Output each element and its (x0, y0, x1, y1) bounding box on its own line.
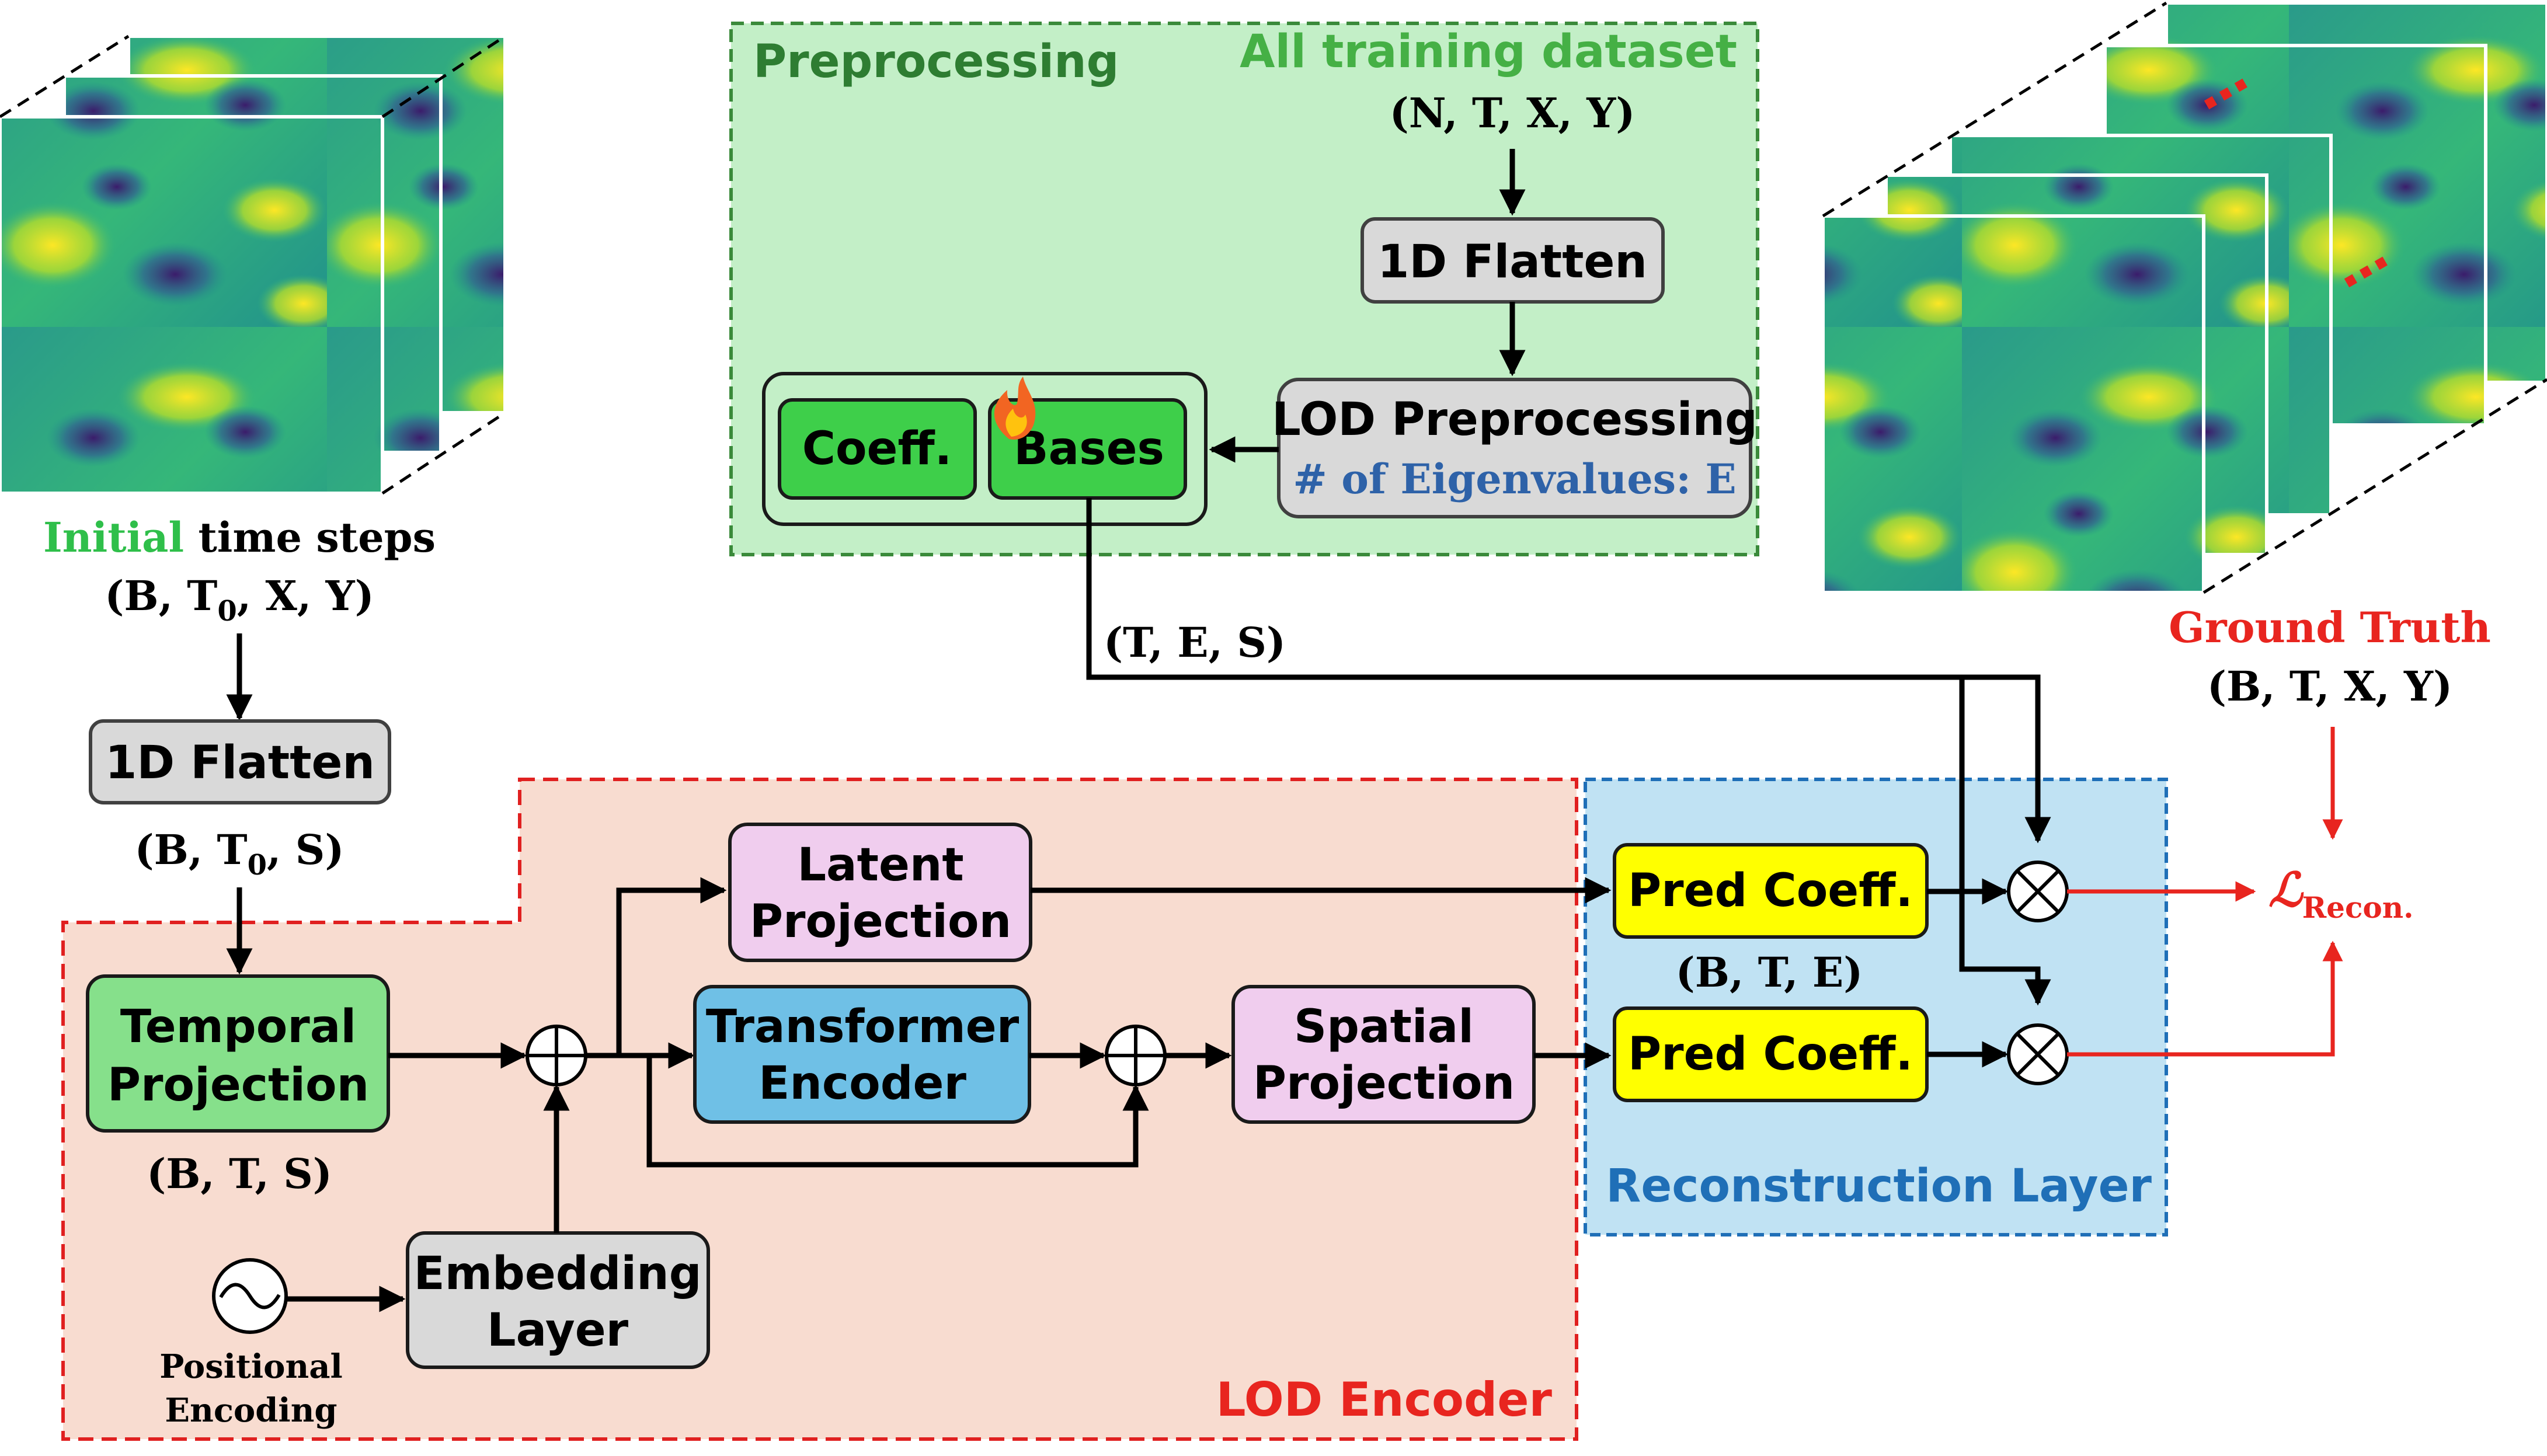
bases-output-line (1086, 498, 2051, 844)
svg-text:Bases: Bases (1014, 423, 1164, 475)
temporal-projection-box: Temporal Projection (86, 974, 390, 1133)
svg-text:Coeff.: Coeff. (802, 423, 952, 475)
ground-truth-shape: (B, T, X, Y) (2207, 662, 2452, 710)
ground-truth-field-stack (1821, 1, 2547, 594)
svg-text:Layer: Layer (487, 1304, 629, 1357)
svg-text:Projection: Projection (1253, 1057, 1515, 1110)
bases-shape-label: (T, E, S) (1104, 618, 1286, 667)
lod-preprocessing-box: LOD Preprocessing # of Eigenvalues: E (1272, 378, 1758, 518)
pred1-shape-label: (B, T, E) (1676, 948, 1863, 997)
input-caption: Initial time steps (43, 513, 436, 562)
arrow-mult2-to-loss (2067, 941, 2343, 1057)
svg-text:Temporal: Temporal (120, 1001, 356, 1053)
lod-encoder-title: LOD Encoder (1216, 1373, 1553, 1427)
svg-text:Transformer: Transformer (706, 1001, 1020, 1053)
fire-icon (994, 377, 1036, 440)
embedding-layer-box: Embedding Layer (406, 1231, 710, 1369)
preprocessing-title: Preprocessing (753, 36, 1119, 88)
coeff-box: Coeff. (778, 398, 977, 500)
dataset-shape-label: (N, T, X, Y) (1390, 89, 1636, 137)
multiply-node-1 (2007, 861, 2069, 922)
svg-text:1D Flatten: 1D Flatten (1377, 236, 1647, 288)
add-node-2 (1105, 1025, 1167, 1086)
temporal-shape-label: (B, T, S) (147, 1150, 332, 1198)
svg-text:# of Eigenvalues: E: # of Eigenvalues: E (1293, 455, 1737, 503)
svg-text:Pred Coeff.: Pred Coeff. (1628, 865, 1913, 917)
positional-encoding-label-1: Positional (159, 1347, 343, 1386)
positional-encoding-label-2: Encoding (165, 1391, 337, 1430)
input-shape-label: (B, T0, X, Y) (105, 572, 374, 628)
loss-symbol: ℒRecon. (2268, 862, 2414, 925)
bases-branch-line (1959, 677, 2051, 1006)
input-field-stack (0, 34, 507, 495)
preprocessing-flatten-box: 1D Flatten (1361, 217, 1665, 304)
pred-coeff-box-1: Pred Coeff. (1613, 843, 1929, 939)
reconstruction-layer-title: Reconstruction Layer (1606, 1160, 2152, 1213)
multiply-node-2 (2007, 1023, 2069, 1085)
svg-text:Projection: Projection (750, 896, 1011, 948)
svg-text:Encoder: Encoder (758, 1057, 966, 1110)
svg-text:Pred Coeff.: Pred Coeff. (1628, 1028, 1913, 1081)
positional-encoding-icon (212, 1258, 288, 1334)
svg-text:Spatial: Spatial (1294, 1001, 1474, 1053)
spatial-projection-box: Spatial Projection (1231, 985, 1536, 1124)
transformer-encoder-box: Transformer Encoder (693, 985, 1031, 1124)
latent-projection-box: Latent Projection (728, 823, 1032, 962)
bases-box: Bases (988, 398, 1187, 500)
svg-text:Latent: Latent (797, 839, 963, 891)
flatten-shape-label: (B, T0, S) (135, 825, 345, 882)
svg-text:LOD Preprocessing: LOD Preprocessing (1272, 393, 1758, 446)
input-flatten-box: 1D Flatten (89, 719, 391, 804)
residual-skip-line (646, 1056, 1149, 1168)
arrow-add1-to-latent (586, 877, 727, 1058)
add-node-1 (526, 1025, 587, 1086)
dataset-label: All training dataset (1240, 26, 1737, 78)
svg-text:Projection: Projection (107, 1059, 369, 1112)
pred-coeff-box-2: Pred Coeff. (1613, 1006, 1929, 1102)
svg-text:1D Flatten: 1D Flatten (105, 737, 375, 789)
ground-truth-title: Ground Truth (2169, 602, 2491, 652)
svg-text:Embedding: Embedding (413, 1248, 701, 1300)
